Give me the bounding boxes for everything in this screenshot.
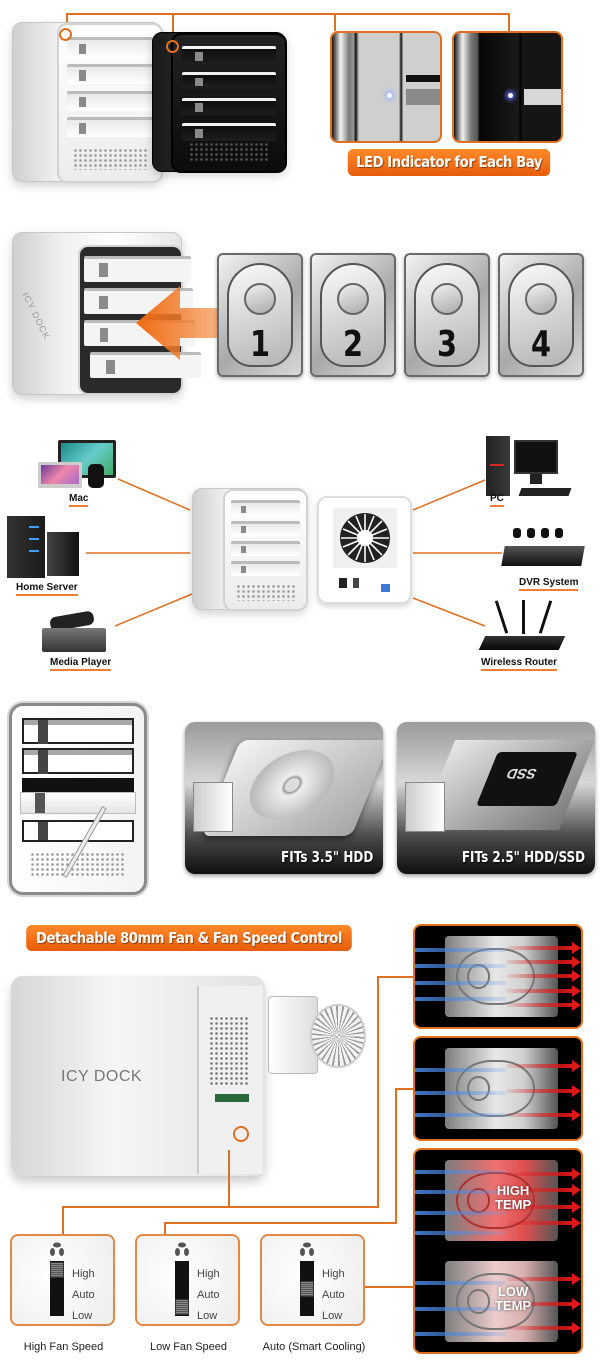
hdd-drive-3: 3: [404, 253, 490, 377]
device-label-wireless-router: Wireless Router: [481, 657, 558, 671]
insert-arrow-icon: [136, 286, 278, 360]
fit-card-2-5-hdd-ssd: SSD FITs 2.5" HDD/SSD: [397, 722, 595, 874]
callout-line: [170, 13, 508, 15]
silver-led-closeup: [330, 31, 442, 143]
fan-switch-high: High Auto Low: [10, 1234, 115, 1326]
hdd-drive-1: 1: [217, 253, 303, 377]
mac-devices-icon: [38, 440, 116, 490]
device-label-dvr-system: DVR System: [519, 577, 579, 591]
pc-icon: [486, 436, 572, 502]
callout-line: [334, 13, 336, 31]
brand-logo: ICY DOCK: [20, 290, 53, 342]
usb-port-icon: [381, 584, 390, 592]
device-label-mac: Mac: [69, 493, 89, 507]
fit-label-3-5-hdd: FITs 3.5" HDD: [280, 848, 373, 866]
switch-knob[interactable]: [300, 1281, 314, 1297]
airflow-high-speed: [413, 924, 583, 1029]
power-port-icon: [339, 578, 347, 588]
fan-switch-low: High Auto Low: [135, 1234, 240, 1326]
dvr-icon: [501, 528, 585, 570]
switch-slot: [300, 1261, 314, 1316]
led-indicator-banner: LED Indicator for Each Bay: [347, 149, 551, 176]
device-label-home-server: Home Server: [16, 582, 78, 596]
callout-line: [66, 13, 170, 15]
connection-lines: [86, 478, 502, 627]
led-highlight-circle: [59, 28, 72, 41]
black-enclosure: [152, 32, 287, 173]
enclosure-front-view: [192, 488, 308, 611]
fan-switch-highlight: [233, 1126, 249, 1142]
fan-icon: [300, 1242, 314, 1256]
enclosure-front-closeup: [9, 703, 147, 895]
power-switch-icon: [353, 578, 359, 588]
callout-line: [508, 13, 510, 31]
caption-high-fan-speed: High Fan Speed: [23, 1341, 104, 1353]
caption-low-fan-speed: Low Fan Speed: [149, 1341, 228, 1353]
hdd-drive-4: 4: [498, 253, 584, 377]
callout-line: [172, 13, 174, 45]
fan-control-banner: Detachable 80mm Fan & Fan Speed Control: [26, 925, 352, 951]
switch-slot: [175, 1261, 189, 1316]
fan-icon: [310, 1004, 366, 1068]
brand-logo: ICY DOCK: [61, 1068, 143, 1085]
fan-switch-auto: High Auto Low: [260, 1234, 365, 1326]
silver-enclosure: [12, 22, 163, 183]
caption-auto-smart-cooling: Auto (Smart Cooling): [262, 1341, 366, 1353]
device-label-media-player: Media Player: [50, 657, 112, 671]
router-icon: [478, 600, 568, 656]
airflow-low-speed: [413, 1036, 583, 1141]
led-light-icon: [387, 93, 392, 98]
media-player-icon: [40, 610, 120, 654]
server-icon: [7, 516, 85, 578]
fit-card-3-5-hdd: FITs 3.5" HDD: [185, 722, 383, 874]
switch-slot: [50, 1261, 64, 1316]
enclosure-side-view: ICY DOCK: [11, 976, 265, 1176]
switch-knob[interactable]: [50, 1262, 64, 1278]
led-highlight-circle: [166, 40, 179, 53]
fit-label-2-5-hdd-ssd: FITs 2.5" HDD/SSD: [461, 848, 585, 866]
black-led-closeup: [452, 31, 563, 143]
fan-icon: [340, 513, 390, 563]
vent-grille: [209, 1016, 249, 1086]
fan-icon: [175, 1242, 189, 1256]
hdd-drive-2: 2: [310, 253, 396, 377]
led-light-icon: [508, 93, 513, 98]
enclosure-rear-view: [317, 496, 412, 604]
switch-knob[interactable]: [175, 1299, 189, 1315]
device-label-pc: PC: [490, 493, 504, 507]
fan-icon: [50, 1242, 64, 1256]
